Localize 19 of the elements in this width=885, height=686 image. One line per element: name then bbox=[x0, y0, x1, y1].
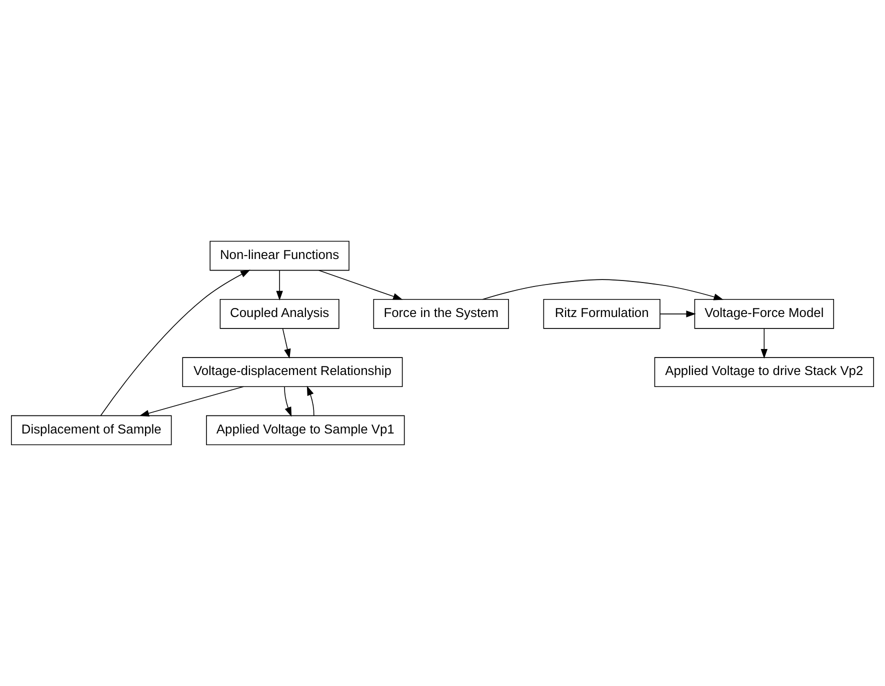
arrow bbox=[318, 270, 403, 300]
node-box: Voltage-Force Model bbox=[694, 298, 834, 329]
node-box: Non-linear Functions bbox=[210, 240, 350, 271]
node-box: Applied Voltage to drive Stack Vp2 bbox=[654, 357, 874, 388]
arrow bbox=[660, 310, 696, 318]
arrow bbox=[139, 386, 244, 417]
arrow bbox=[276, 270, 283, 301]
node-box: Applied Voltage to Sample Vp1 bbox=[206, 415, 405, 446]
arrow bbox=[284, 386, 292, 417]
node-box: Force in the System bbox=[373, 298, 509, 329]
node-box: Coupled Analysis bbox=[220, 298, 340, 329]
node-box: Voltage-displacement Relationship bbox=[182, 357, 403, 388]
arrow bbox=[100, 270, 250, 416]
arrow bbox=[482, 279, 724, 300]
node-box: Ritz Formulation bbox=[543, 298, 660, 329]
arrow bbox=[760, 328, 768, 359]
arrow bbox=[282, 328, 291, 359]
arrow bbox=[306, 386, 314, 416]
node-box: Displacement of Sample bbox=[11, 415, 172, 446]
